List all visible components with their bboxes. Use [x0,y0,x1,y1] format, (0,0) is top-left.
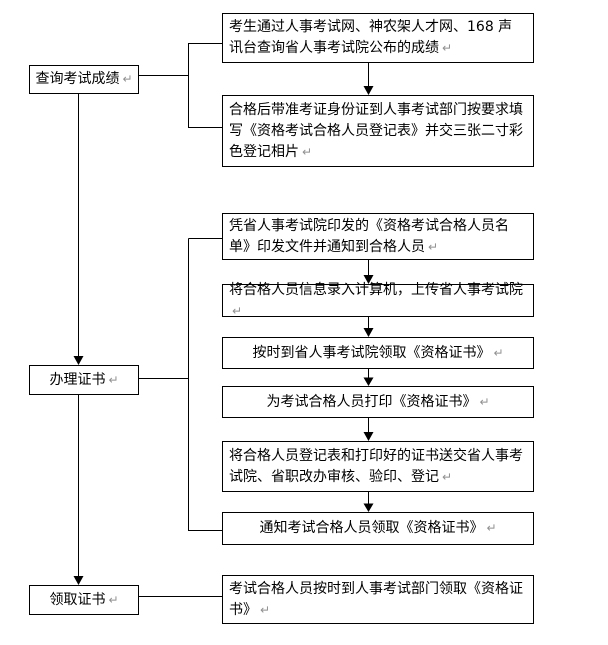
stage-label: 查询考试成绩↵ [35,69,132,90]
step-box-collect-from-exam-dept: 考试合格人员按时到人事考试部门领取《资格证书》↵ [222,575,534,624]
step-text: 凭省人事考试院印发的《资格考试合格人员名单》印发文件并通知到合格人员↵ [229,216,524,258]
stage-box-query-exam-results: 查询考试成绩↵ [29,65,139,94]
step-box-notify-collection: 通知考试合格人员领取《资格证书》↵ [222,512,534,545]
paragraph-return-icon: ↵ [479,394,490,409]
stage-label-text: 查询考试成绩 [35,71,120,87]
step-text: 将合格人员登记表和打印好的证书送交省人事考试院、省职改办审核、验印、登记↵ [229,446,524,488]
step-text-content: 为考试合格人员打印《资格证书》 [266,393,477,410]
arrowhead-down-icon [73,576,84,585]
step-text-content: 通知考试合格人员领取《资格证书》 [259,520,484,536]
step-text: 将合格人员信息录入计算机，上传省人事考试院 ↵ [229,280,524,322]
arrowhead-down-icon [363,275,374,284]
step-text-content: 凭省人事考试院印发的《资格考试合格人员名单》印发文件并通知到合格人员 [229,217,509,255]
step-text: 为考试合格人员打印《资格证书》↵ [266,392,489,413]
step-text: 通知考试合格人员领取《资格证书》↵ [259,518,496,539]
arrowhead-down-icon [363,328,374,337]
paragraph-return-icon: ↵ [108,592,119,607]
arrowhead-down-icon [73,356,84,365]
paragraph-return-icon: ↵ [122,72,133,86]
stage-label-text: 领取证书 [49,591,106,608]
paragraph-return-icon: ↵ [108,372,119,387]
step-box-enter-info-computer: 将合格人员信息录入计算机，上传省人事考试院 ↵ [222,282,534,318]
step-text: 按时到省人事考试院领取《资格证书》↵ [252,343,503,364]
step-box-collect-certificates: 按时到省人事考试院领取《资格证书》↵ [222,337,534,369]
paragraph-return-icon: ↵ [442,469,453,484]
step-text-content: 考生通过人事考试网、神农架人才网、168 声讯台查询省人事考试院公布的成绩 [229,19,513,56]
stage-box-process-certificate: 办理证书↵ [29,365,139,395]
paragraph-return-icon: ↵ [428,239,439,254]
step-text-content: 将合格人员信息录入计算机，上传省人事考试院 [229,281,523,298]
step-text: 合格后带准考证身份证到人事考试部门按要求填写《资格考试合格人员登记表》并交三张二… [229,100,524,163]
paragraph-return-icon: ↵ [232,303,243,318]
stage-box-receive-certificate: 领取证书↵ [29,585,139,615]
step-box-query-score-channels: 考生通过人事考试网、神农架人才网、168 声讯台查询省人事考试院公布的成绩↵ [222,13,534,63]
step-text-content: 合格后带准考证身份证到人事考试部门按要求填写《资格考试合格人员登记表》并交三张二… [229,101,523,160]
arrowhead-down-icon [363,86,374,95]
step-box-print-certificates: 为考试合格人员打印《资格证书》↵ [222,386,534,418]
arrowhead-down-icon [363,377,374,386]
step-text: 考生通过人事考试网、神农架人才网、168 声讯台查询省人事考试院公布的成绩↵ [229,17,524,59]
arrowhead-down-icon [363,503,374,512]
stage-label-text: 办理证书 [49,371,106,388]
step-text-content: 将合格人员登记表和打印好的证书送交省人事考试院、省职改办审核、验印、登记 [229,447,523,485]
step-text-content: 考试合格人员按时到人事考试部门领取《资格证书》 [229,580,523,618]
step-box-submit-for-review: 将合格人员登记表和打印好的证书送交省人事考试院、省职改办审核、验印、登记↵ [222,441,534,492]
step-text: 考试合格人员按时到人事考试部门领取《资格证书》↵ [229,579,524,621]
stage-label: 领取证书↵ [49,590,118,611]
stage-label: 办理证书↵ [49,370,118,391]
step-box-issue-qualified-list: 凭省人事考试院印发的《资格考试合格人员名单》印发文件并通知到合格人员↵ [222,213,534,260]
paragraph-return-icon: ↵ [486,521,497,535]
step-text-content: 按时到省人事考试院领取《资格证书》 [252,344,491,361]
step-box-fill-registration-form: 合格后带准考证身份证到人事考试部门按要求填写《资格考试合格人员登记表》并交三张二… [222,95,534,167]
arrowhead-down-icon [363,432,374,441]
paragraph-return-icon: ↵ [442,41,453,55]
paragraph-return-icon: ↵ [302,144,313,159]
paragraph-return-icon: ↵ [260,602,271,617]
paragraph-return-icon: ↵ [493,345,504,360]
